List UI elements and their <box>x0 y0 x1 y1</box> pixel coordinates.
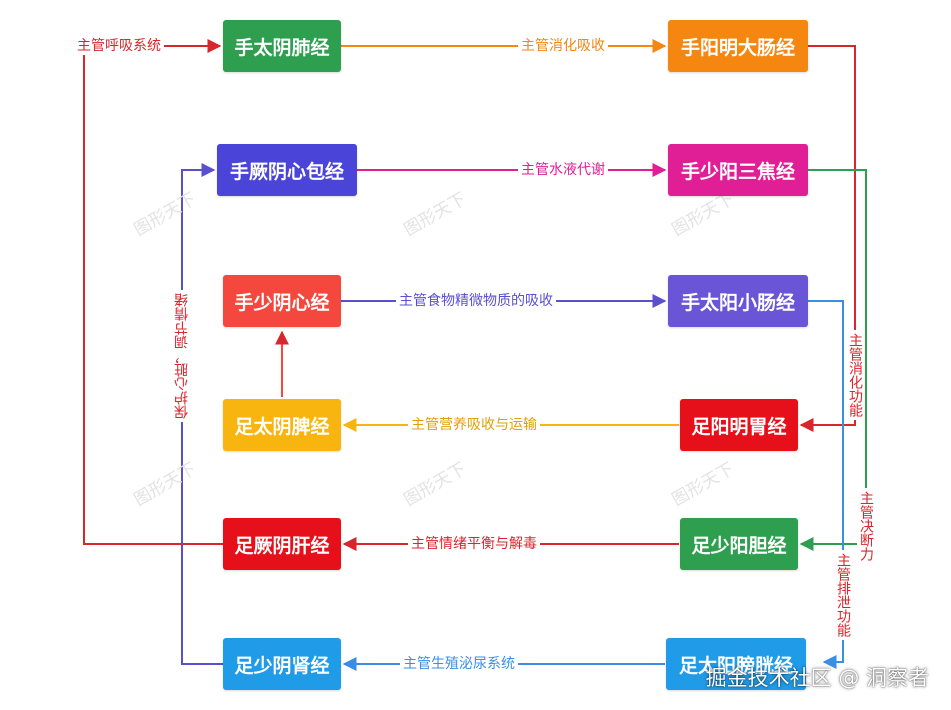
edge-label-respiratory: 主管呼吸系统 <box>74 37 164 55</box>
node-stomach-meridian[interactable]: 足阳明胃经 <box>680 399 798 451</box>
edge-large-intestine-to-stomach <box>799 45 856 432</box>
edge-liver-to-lung <box>83 39 223 545</box>
edge-label-excretion: 主管排泄功能 <box>834 550 852 640</box>
node-lung-meridian[interactable]: 手太阴肺经 <box>223 20 341 72</box>
edge-label-water-metabolism: 主管水液代谢 <box>518 161 608 179</box>
node-triple-burner-meridian[interactable]: 手少阳三焦经 <box>668 144 808 196</box>
node-liver-meridian[interactable]: 足厥阴肝经 <box>223 518 341 570</box>
edge-small-intestine-to-bladder <box>808 300 844 669</box>
edge-label-food-absorption: 主管食物精微物质的吸收 <box>396 292 556 310</box>
node-kidney-meridian[interactable]: 足少阴肾经 <box>223 638 341 690</box>
node-bladder-meridian[interactable]: 足太阳膀胱经 <box>666 638 806 690</box>
edge-label-digestive-function: 主管消化功能 <box>846 330 864 420</box>
edge-label-nutrient-transport: 主管营养吸收与运输 <box>408 416 540 434</box>
node-large-intestine-meridian[interactable]: 手阳明大肠经 <box>668 20 808 72</box>
node-gallbladder-meridian[interactable]: 足少阳胆经 <box>680 518 798 570</box>
edge-label-digestion-absorb: 主管消化吸收 <box>518 37 608 55</box>
node-pericardium-meridian[interactable]: 手厥阴心包经 <box>217 144 357 196</box>
node-spleen-meridian[interactable]: 足太阴脾经 <box>223 399 341 451</box>
node-heart-meridian[interactable]: 手少阴心经 <box>223 275 341 327</box>
edge-triple-burner-to-gallbladder <box>799 169 867 551</box>
edge-label-reproductive-urinary: 主管生殖泌尿系统 <box>400 655 518 673</box>
edge-label-emotion-detox: 主管情绪平衡与解毒 <box>408 535 540 553</box>
edge-label-decisiveness: 主管决断力 <box>857 488 875 564</box>
node-small-intestine-meridian[interactable]: 手太阳小肠经 <box>668 275 808 327</box>
edge-label-protect-heart: 保护心脏，调节情绪 <box>173 290 191 422</box>
footer-watermark: 掘金技术社区 @ 洞察者 <box>705 666 929 690</box>
